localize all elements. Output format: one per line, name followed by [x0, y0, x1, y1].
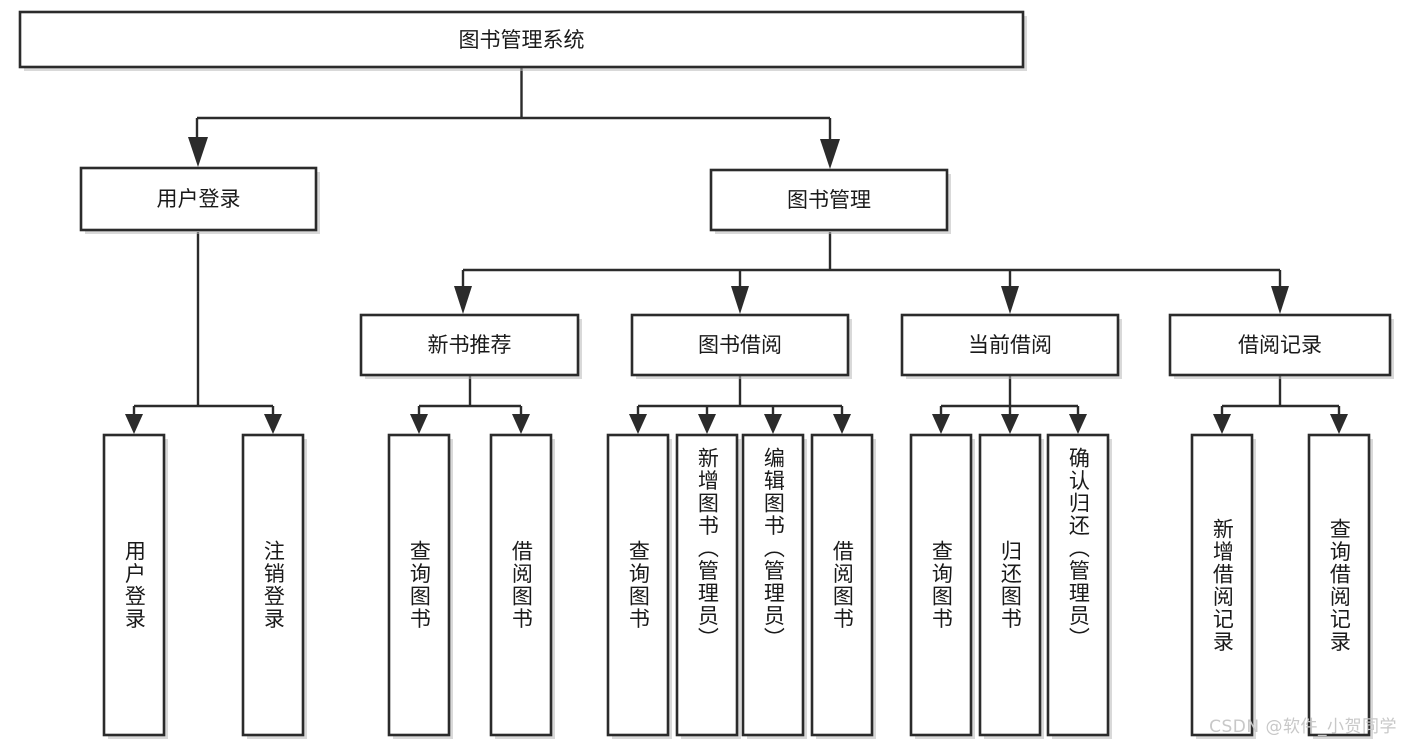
- arrow-head-new-book-recommend: [454, 286, 472, 314]
- borrow-record-node-box[interactable]: [1168, 313, 1392, 377]
- new-book-recommend-node-box[interactable]: [359, 313, 580, 377]
- leaf-logout-login-box[interactable]: [241, 433, 305, 737]
- arrow-head-book-manage: [820, 139, 840, 169]
- current-borrow-node-box[interactable]: [900, 313, 1120, 377]
- arrow-head-user-login: [188, 137, 208, 167]
- arrow-head-leaf-query-book-3: [932, 414, 950, 434]
- book-manage-node-label: 图书管理: [787, 188, 871, 212]
- book-borrow-node-box[interactable]: [630, 313, 850, 377]
- arrow-head-leaf-borrow-book-2: [833, 414, 851, 434]
- leaf-add-record-box[interactable]: [1190, 433, 1254, 737]
- arrow-head-leaf-add-record: [1213, 414, 1231, 434]
- book-borrow-node-label: 图书借阅: [698, 333, 782, 357]
- root-node-box[interactable]: [18, 10, 1025, 69]
- current-borrow-node-label: 当前借阅: [968, 333, 1052, 357]
- arrow-head-leaf-logout-login: [264, 414, 282, 434]
- node-layer: 图书管理系统 用户登录 图书管理 新书推荐 图书借阅 当前借阅 借阅记录: [18, 10, 1394, 739]
- user-login-node-box[interactable]: [79, 166, 318, 232]
- leaf-borrow-book-1-box[interactable]: [489, 433, 553, 737]
- leaf-return-book-box[interactable]: [978, 433, 1042, 737]
- leaf-query-book-1-box[interactable]: [387, 433, 451, 737]
- leaf-confirm-return-box[interactable]: [1046, 433, 1110, 737]
- book-manage-node-box[interactable]: [709, 168, 949, 232]
- arrow-head-leaf-return-book: [1001, 414, 1019, 434]
- leaf-query-book-2-box[interactable]: [606, 433, 670, 737]
- arrow-head-current-borrow: [1001, 286, 1019, 314]
- leaf-query-record-box[interactable]: [1307, 433, 1371, 737]
- leaf-query-book-3-box[interactable]: [909, 433, 973, 737]
- arrow-head-leaf-query-book-2: [629, 414, 647, 434]
- arrow-head-leaf-edit-book: [764, 414, 782, 434]
- new-book-recommend-node-label: 新书推荐: [428, 333, 512, 357]
- root-node-label: 图书管理系统: [459, 28, 585, 52]
- csdn-watermark: CSDN @软件_小贺同学: [1209, 717, 1397, 737]
- arrow-head-leaf-query-record: [1330, 414, 1348, 434]
- leaf-add-book-box[interactable]: [675, 433, 739, 737]
- arrow-head-leaf-add-book: [698, 414, 716, 434]
- arrow-head-leaf-confirm-return: [1069, 414, 1087, 434]
- arrow-head-book-borrow: [731, 286, 749, 314]
- arrow-head-leaf-user-login: [125, 414, 143, 434]
- leaf-user-login-box[interactable]: [102, 433, 166, 737]
- borrow-record-node-label: 借阅记录: [1238, 333, 1322, 357]
- user-login-node-label: 用户登录: [157, 187, 241, 211]
- leaf-borrow-book-2-box[interactable]: [810, 433, 874, 737]
- arrow-head-leaf-borrow-book-1: [512, 414, 530, 434]
- arrowhead-layer: [125, 137, 1348, 434]
- arrow-head-leaf-query-book-1: [410, 414, 428, 434]
- leaf-edit-book-box[interactable]: [741, 433, 805, 737]
- arrow-head-borrow-record: [1271, 286, 1289, 314]
